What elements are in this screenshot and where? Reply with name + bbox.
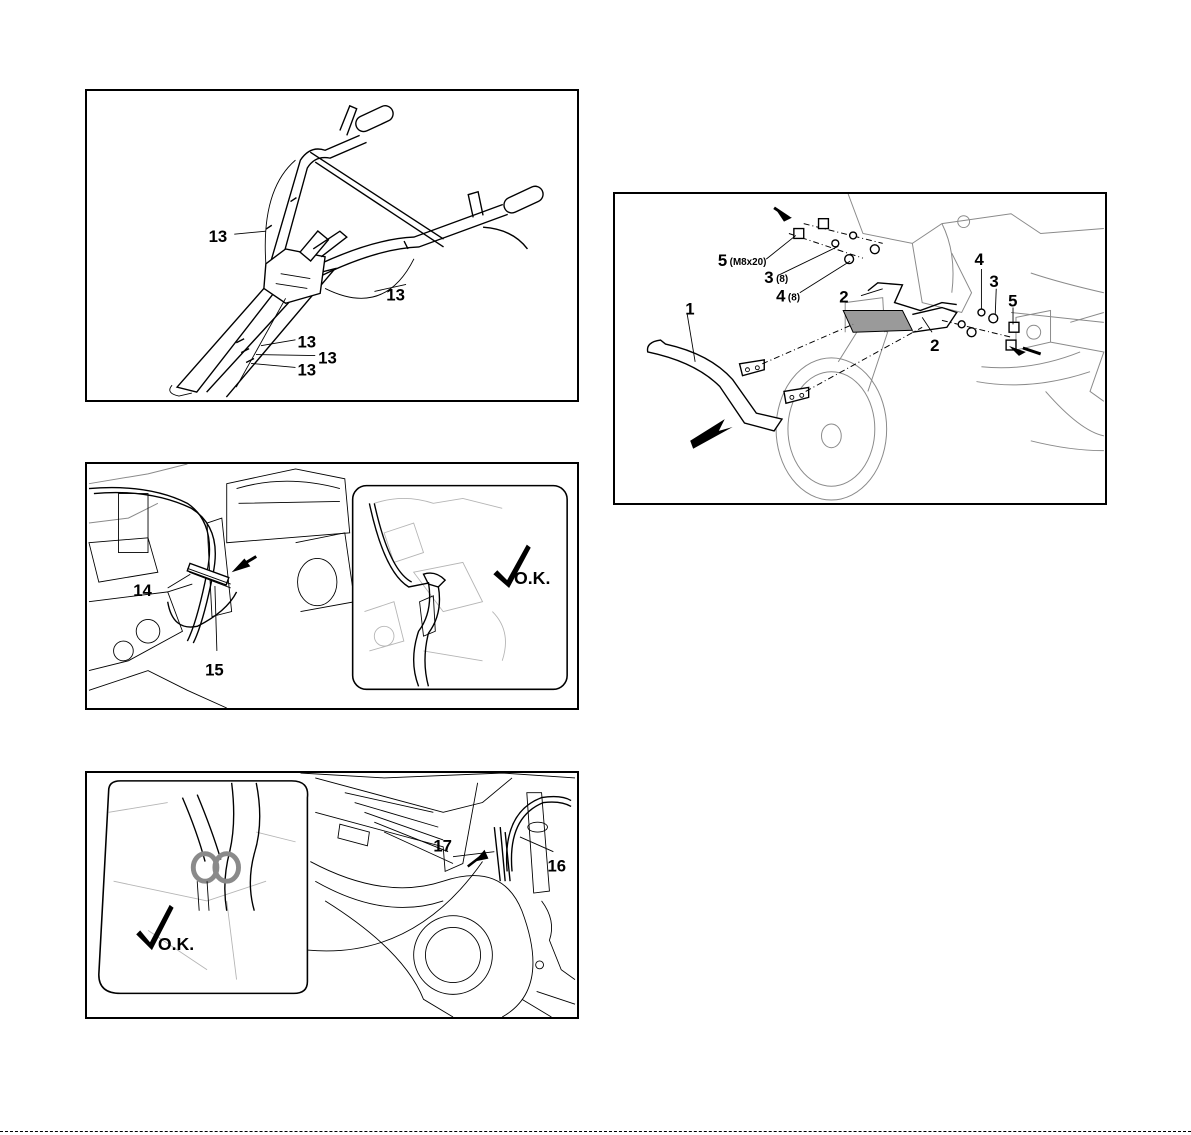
cable-routing-drawing: 17 16 O.K. [87,773,577,1017]
figure-cable-routing: 17 16 O.K. [85,771,579,1019]
callout-13-c: 13 [297,333,316,352]
callout-16: 16 [547,856,566,875]
cable-clip-drawing: 14 15 O.K. [87,464,577,708]
callout-4-b: 4 [975,250,985,269]
callout-5-b: 5 [1008,292,1017,311]
ok-label: O.K. [158,934,194,954]
callout-3-a-size: (8) [776,274,788,285]
ok-inset-frame [99,781,308,994]
callout-2-a: 2 [839,288,848,307]
callout-2-b: 2 [930,336,939,355]
callout-5-a: 5 [718,251,727,270]
callout-13-e: 13 [297,360,316,379]
callout-17: 17 [433,837,452,856]
callout-1: 1 [685,299,694,318]
callout-4-a-size: (8) [788,293,800,304]
handlebar-drawing: 13 13 13 13 13 [87,91,577,400]
support-wheel-drawing: 5 (M8x20) 3 (8) 4 (8) 2 1 2 4 3 5 [615,194,1105,503]
callout-15: 15 [205,661,224,680]
callout-13-a: 13 [209,227,228,246]
callout-3-b: 3 [989,272,998,291]
callout-5-a-size: (M8x20) [730,257,767,268]
callout-3-a: 3 [764,268,773,287]
callout-4-a: 4 [776,287,786,306]
figure-handlebar-assembly: 13 13 13 13 13 [85,89,579,402]
figure-support-wheel-mounting: 5 (M8x20) 3 (8) 4 (8) 2 1 2 4 3 5 [613,192,1107,505]
page-bottom-rule [0,1131,1191,1132]
figure-cable-clip: 14 15 O.K. [85,462,579,710]
callout-13-b: 13 [386,285,405,304]
callout-13-d: 13 [318,348,337,367]
callout-14: 14 [133,581,152,600]
ok-label: O.K. [514,568,550,588]
